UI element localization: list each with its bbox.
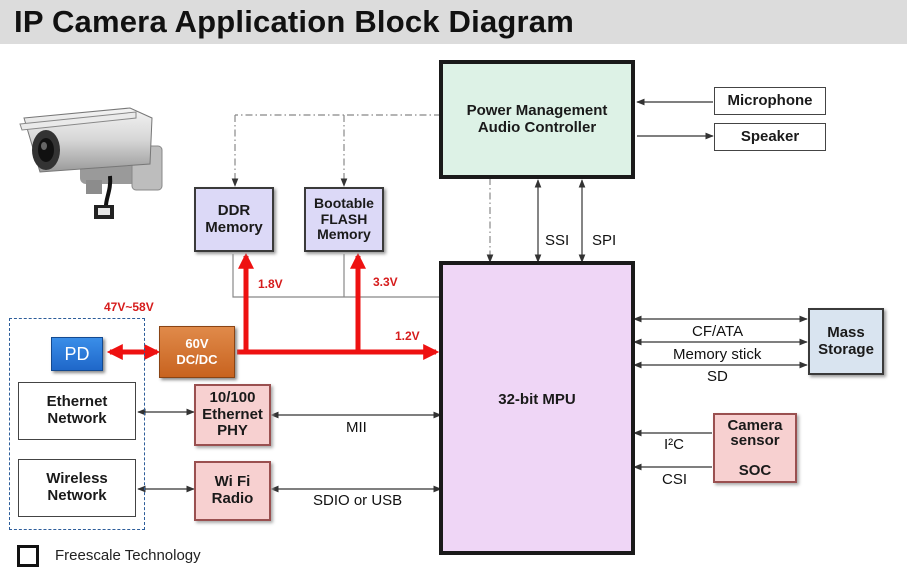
poe-region xyxy=(9,318,145,530)
pd-block: PD xyxy=(51,337,103,371)
power-management-block: Power Management Audio Controller xyxy=(466,101,608,136)
dcdc-voltage-label: 60V xyxy=(185,335,209,351)
ddr-voltage-label: 1.8V xyxy=(258,277,283,291)
i2c-label: I²C xyxy=(664,436,684,453)
diagram-title: IP Camera Application Block Diagram xyxy=(14,4,575,39)
spi-label: SPI xyxy=(592,232,617,249)
csi-label: CSI xyxy=(662,471,688,488)
mpu-block-shape xyxy=(439,261,635,555)
flash-memory-block: Bootable FLASH Memory xyxy=(304,187,384,252)
ethernet-phy-block: 10/100 Ethernet PHY xyxy=(194,384,271,446)
memory-stick-label: Memory stick xyxy=(673,346,762,363)
input-voltage-label: 47V~58V xyxy=(104,300,154,314)
legend-swatch xyxy=(17,545,39,567)
title-bar: IP Camera Application Block Diagram xyxy=(0,0,907,44)
wireless-network-block: Wireless Network xyxy=(18,459,136,517)
mass-storage-block: Mass Storage xyxy=(808,308,884,375)
mpu-voltage-label: 1.2V xyxy=(395,329,420,343)
ssi-label: SSI xyxy=(545,232,570,249)
speaker-block: Speaker xyxy=(714,123,826,151)
power-management-block-shape xyxy=(439,60,635,179)
wifi-radio-block: Wi Fi Radio xyxy=(194,461,271,521)
mpu-block: 32-bit MPU xyxy=(498,390,576,408)
flash-voltage-label: 3.3V xyxy=(373,275,398,289)
ethernet-network-block: Ethernet Network xyxy=(18,382,136,440)
sd-label: SD xyxy=(707,368,728,385)
legend-label: Freescale Technology xyxy=(55,547,201,564)
ip-camera-image xyxy=(19,107,163,219)
mii-label: MII xyxy=(346,419,367,436)
microphone-block: Microphone xyxy=(714,87,826,115)
dcdc-type-label: DC/DC xyxy=(176,352,218,367)
dcdc-block: 60V DC/DC xyxy=(159,326,235,378)
sdio-usb-label: SDIO or USB xyxy=(313,492,403,509)
camera-sensor-block: Camera sensor SOC xyxy=(713,413,797,483)
cf-ata-label: CF/ATA xyxy=(692,323,744,340)
ddr-memory-block: DDR Memory xyxy=(194,187,274,252)
